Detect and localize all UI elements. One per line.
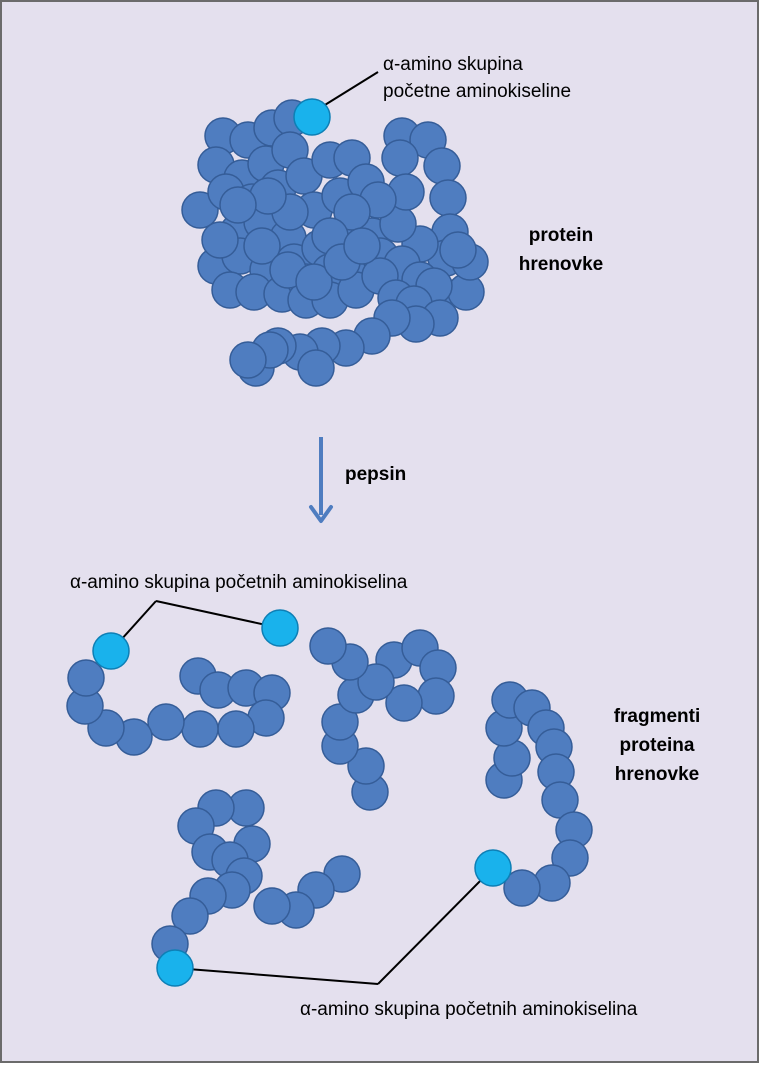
bottom-callout-line-right (377, 867, 494, 985)
middle-callout-line-right (155, 600, 281, 629)
amino-acid-bead (295, 263, 333, 301)
amino-acid-bead (253, 887, 291, 925)
amino-acid-bead (343, 227, 381, 265)
amino-acid-bead (417, 677, 455, 715)
down-arrow-icon (309, 437, 333, 523)
n-terminal-bead (156, 949, 194, 987)
amino-acid-bead (67, 659, 105, 697)
amino-acid-bead (181, 191, 219, 229)
amino-acid-bead (385, 684, 423, 722)
protein-label-line1: protein (529, 225, 593, 246)
amino-acid-bead (171, 897, 209, 935)
top-alpha-label-line1: α-amino skupina (383, 54, 523, 75)
amino-acid-bead (423, 147, 461, 185)
n-terminal-bead (474, 849, 512, 887)
protein-label-line2: hrenovke (519, 254, 603, 275)
amino-acid-bead (357, 663, 395, 701)
amino-acid-bead (333, 193, 371, 231)
top-callout-line (319, 71, 379, 109)
n-terminal-bead (261, 609, 299, 647)
amino-acid-bead (503, 869, 541, 907)
enzyme-label: pepsin (345, 464, 406, 485)
top-alpha-label-line2: početne aminokiseline (383, 81, 571, 102)
fragment-beads (66, 609, 593, 987)
amino-acid-bead (309, 627, 347, 665)
middle-alpha-label: α-amino skupina početnih aminokiselina (70, 572, 408, 593)
amino-acid-bead (429, 179, 467, 217)
amino-acid-bead (243, 227, 281, 265)
n-terminal-bead (92, 632, 130, 670)
fragments-label-line3: hrenovke (615, 764, 699, 785)
bottom-callout-line-left (174, 967, 379, 985)
n-terminal-bead (293, 98, 331, 136)
protein-beads (181, 98, 489, 387)
amino-acid-bead (147, 703, 185, 741)
amino-acid-bead (439, 231, 477, 269)
fragments-label-line2: proteina (620, 735, 695, 756)
amino-acid-bead (201, 221, 239, 259)
amino-acid-bead (181, 710, 219, 748)
bottom-alpha-label: α-amino skupina početnih aminokiselina (300, 999, 638, 1020)
amino-acid-bead (229, 341, 267, 379)
amino-acid-bead (219, 186, 257, 224)
amino-acid-bead (381, 139, 419, 177)
amino-acid-bead (297, 349, 335, 387)
fragments-label-line1: fragmenti (614, 706, 701, 727)
amino-acid-bead (347, 747, 385, 785)
amino-acid-bead (217, 710, 255, 748)
